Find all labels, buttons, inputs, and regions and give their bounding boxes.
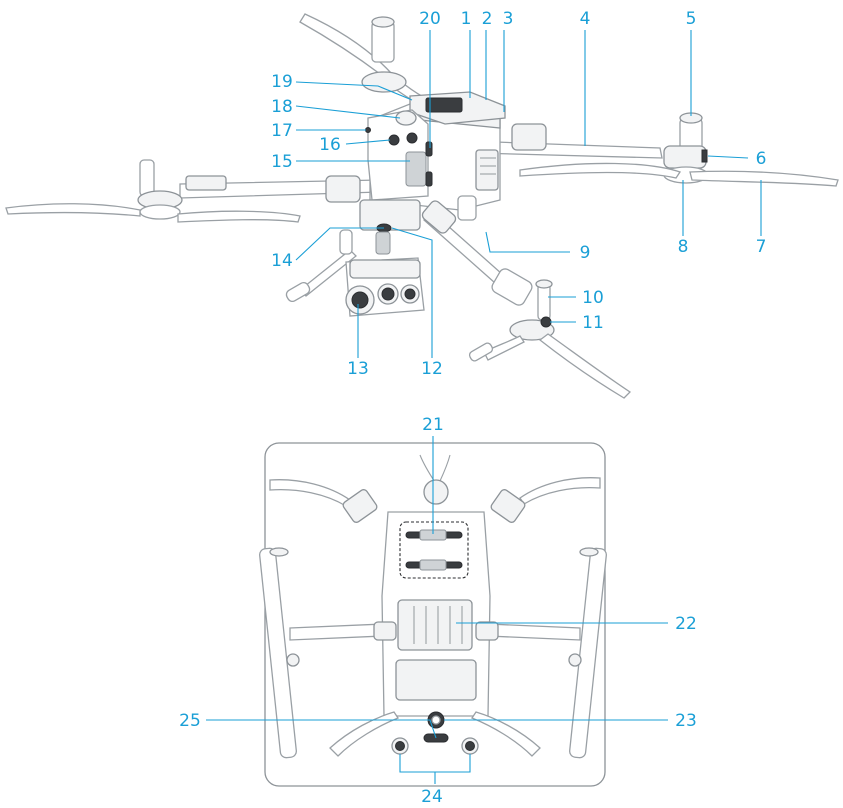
leg-cap-right xyxy=(579,547,599,557)
camera-lens-wide xyxy=(351,291,369,309)
bottom-auxiliary-light-inner xyxy=(431,715,441,725)
callout-1: 1 xyxy=(461,9,472,29)
propeller-front-right-blade-a xyxy=(519,162,682,179)
callout-15: 15 xyxy=(271,152,293,172)
front-right-led xyxy=(701,149,708,163)
arm-clip-front xyxy=(457,195,477,221)
front-led-11 xyxy=(540,316,552,328)
gimbal-arm xyxy=(375,231,391,255)
bottom-battery-area xyxy=(395,659,477,701)
callout-16: 16 xyxy=(319,135,341,155)
propeller-left-blade-b xyxy=(177,210,301,223)
motor-rear-left xyxy=(361,71,407,93)
antenna-front-cap xyxy=(535,279,553,289)
antenna-rear-left-lower xyxy=(139,159,155,197)
leader-line-9 xyxy=(485,231,570,253)
leader-line-6 xyxy=(707,155,749,159)
bottom-joint-right xyxy=(490,489,526,523)
front-window xyxy=(405,151,427,187)
side-port-upper xyxy=(425,141,433,157)
callout-13: 13 xyxy=(347,359,369,379)
leader-line-16 xyxy=(345,139,391,145)
callout-2: 2 xyxy=(482,9,493,29)
landing-foot-front xyxy=(468,342,494,362)
callout-20: 20 xyxy=(419,9,441,29)
callout-3: 3 xyxy=(503,9,514,29)
mount-connector-lower xyxy=(419,559,447,571)
callout-5: 5 xyxy=(686,9,697,29)
bottom-prop-lower-right xyxy=(471,711,541,757)
callout-14: 14 xyxy=(271,251,293,271)
leader-lines xyxy=(206,30,762,784)
bottom-light-right xyxy=(465,741,475,751)
bottom-top-hub xyxy=(423,479,449,505)
side-port-lower xyxy=(425,171,433,187)
antenna-rear-left-cap xyxy=(371,16,395,28)
bottom-light-left xyxy=(395,741,405,751)
callout-7: 7 xyxy=(756,237,767,257)
motor-rear-left-base xyxy=(139,204,181,220)
callout-25: 25 xyxy=(179,711,201,731)
bottom-heat-sink xyxy=(397,599,473,651)
leader-line-19 xyxy=(295,81,413,101)
leg-joint-left xyxy=(286,653,300,667)
arm-clip-left xyxy=(185,175,227,191)
landing-leg-bottom-right xyxy=(569,547,607,759)
callout-17: 17 xyxy=(271,121,293,141)
arm-joint-front xyxy=(421,200,457,234)
callout-11: 11 xyxy=(582,313,604,333)
callout-10: 10 xyxy=(582,288,604,308)
propeller-front-blade-a xyxy=(538,333,632,399)
callout-22: 22 xyxy=(675,614,697,634)
drone-bottom-view xyxy=(259,442,607,787)
camera-top xyxy=(349,259,421,279)
bottom-joint-left xyxy=(342,489,378,523)
callout-24: 24 xyxy=(421,787,443,807)
callout-23: 23 xyxy=(675,711,697,731)
front-vision-right xyxy=(406,132,418,144)
leader-line-18 xyxy=(295,105,401,119)
callout-6: 6 xyxy=(756,149,767,169)
propeller-front-blade-b xyxy=(483,335,525,361)
leg-cap-left xyxy=(269,547,289,557)
top-port-cover xyxy=(425,97,463,113)
callout-18: 18 xyxy=(271,97,293,117)
top-mount-area xyxy=(399,521,469,579)
leg-joint-right xyxy=(568,653,582,667)
callout-21: 21 xyxy=(422,415,444,435)
front-vision-left xyxy=(388,134,400,146)
drone-top-view xyxy=(5,13,839,399)
leader-line-14 xyxy=(295,227,384,261)
landing-leg-bottom-left xyxy=(259,547,297,759)
side-vent-panel xyxy=(475,149,499,191)
leader-line-25 xyxy=(206,719,437,739)
callout-19: 19 xyxy=(271,72,293,92)
motor-front-right-body xyxy=(663,145,707,169)
landing-foot-left xyxy=(285,281,311,303)
leader-line-12 xyxy=(391,227,433,358)
callout-12: 12 xyxy=(421,359,443,379)
bottom-arm-joint-left xyxy=(373,621,397,641)
antenna-front xyxy=(537,283,551,321)
front-indicator xyxy=(365,127,371,133)
antenna-rear-left xyxy=(371,21,395,63)
landing-leg-left xyxy=(299,249,357,297)
arm-joint-right xyxy=(511,123,547,151)
callout-numbers: 1 2 3 4 5 6 7 8 9 10 11 12 13 14 15 16 1… xyxy=(179,9,766,807)
callout-8: 8 xyxy=(678,237,689,257)
motor-front-housing xyxy=(491,268,533,306)
landing-leg-left-upper xyxy=(339,229,353,255)
camera-lens-zoom xyxy=(381,287,395,301)
camera-lens-thermal xyxy=(404,288,416,300)
bottom-arm-joint-right xyxy=(475,621,499,641)
propeller-front-right-blade-b xyxy=(689,170,839,187)
bottom-prop-lower-left xyxy=(329,711,399,757)
propeller-left-blade-a xyxy=(5,203,141,217)
callout-4: 4 xyxy=(580,9,591,29)
arm-joint-left xyxy=(325,175,361,203)
callout-9: 9 xyxy=(580,243,591,263)
